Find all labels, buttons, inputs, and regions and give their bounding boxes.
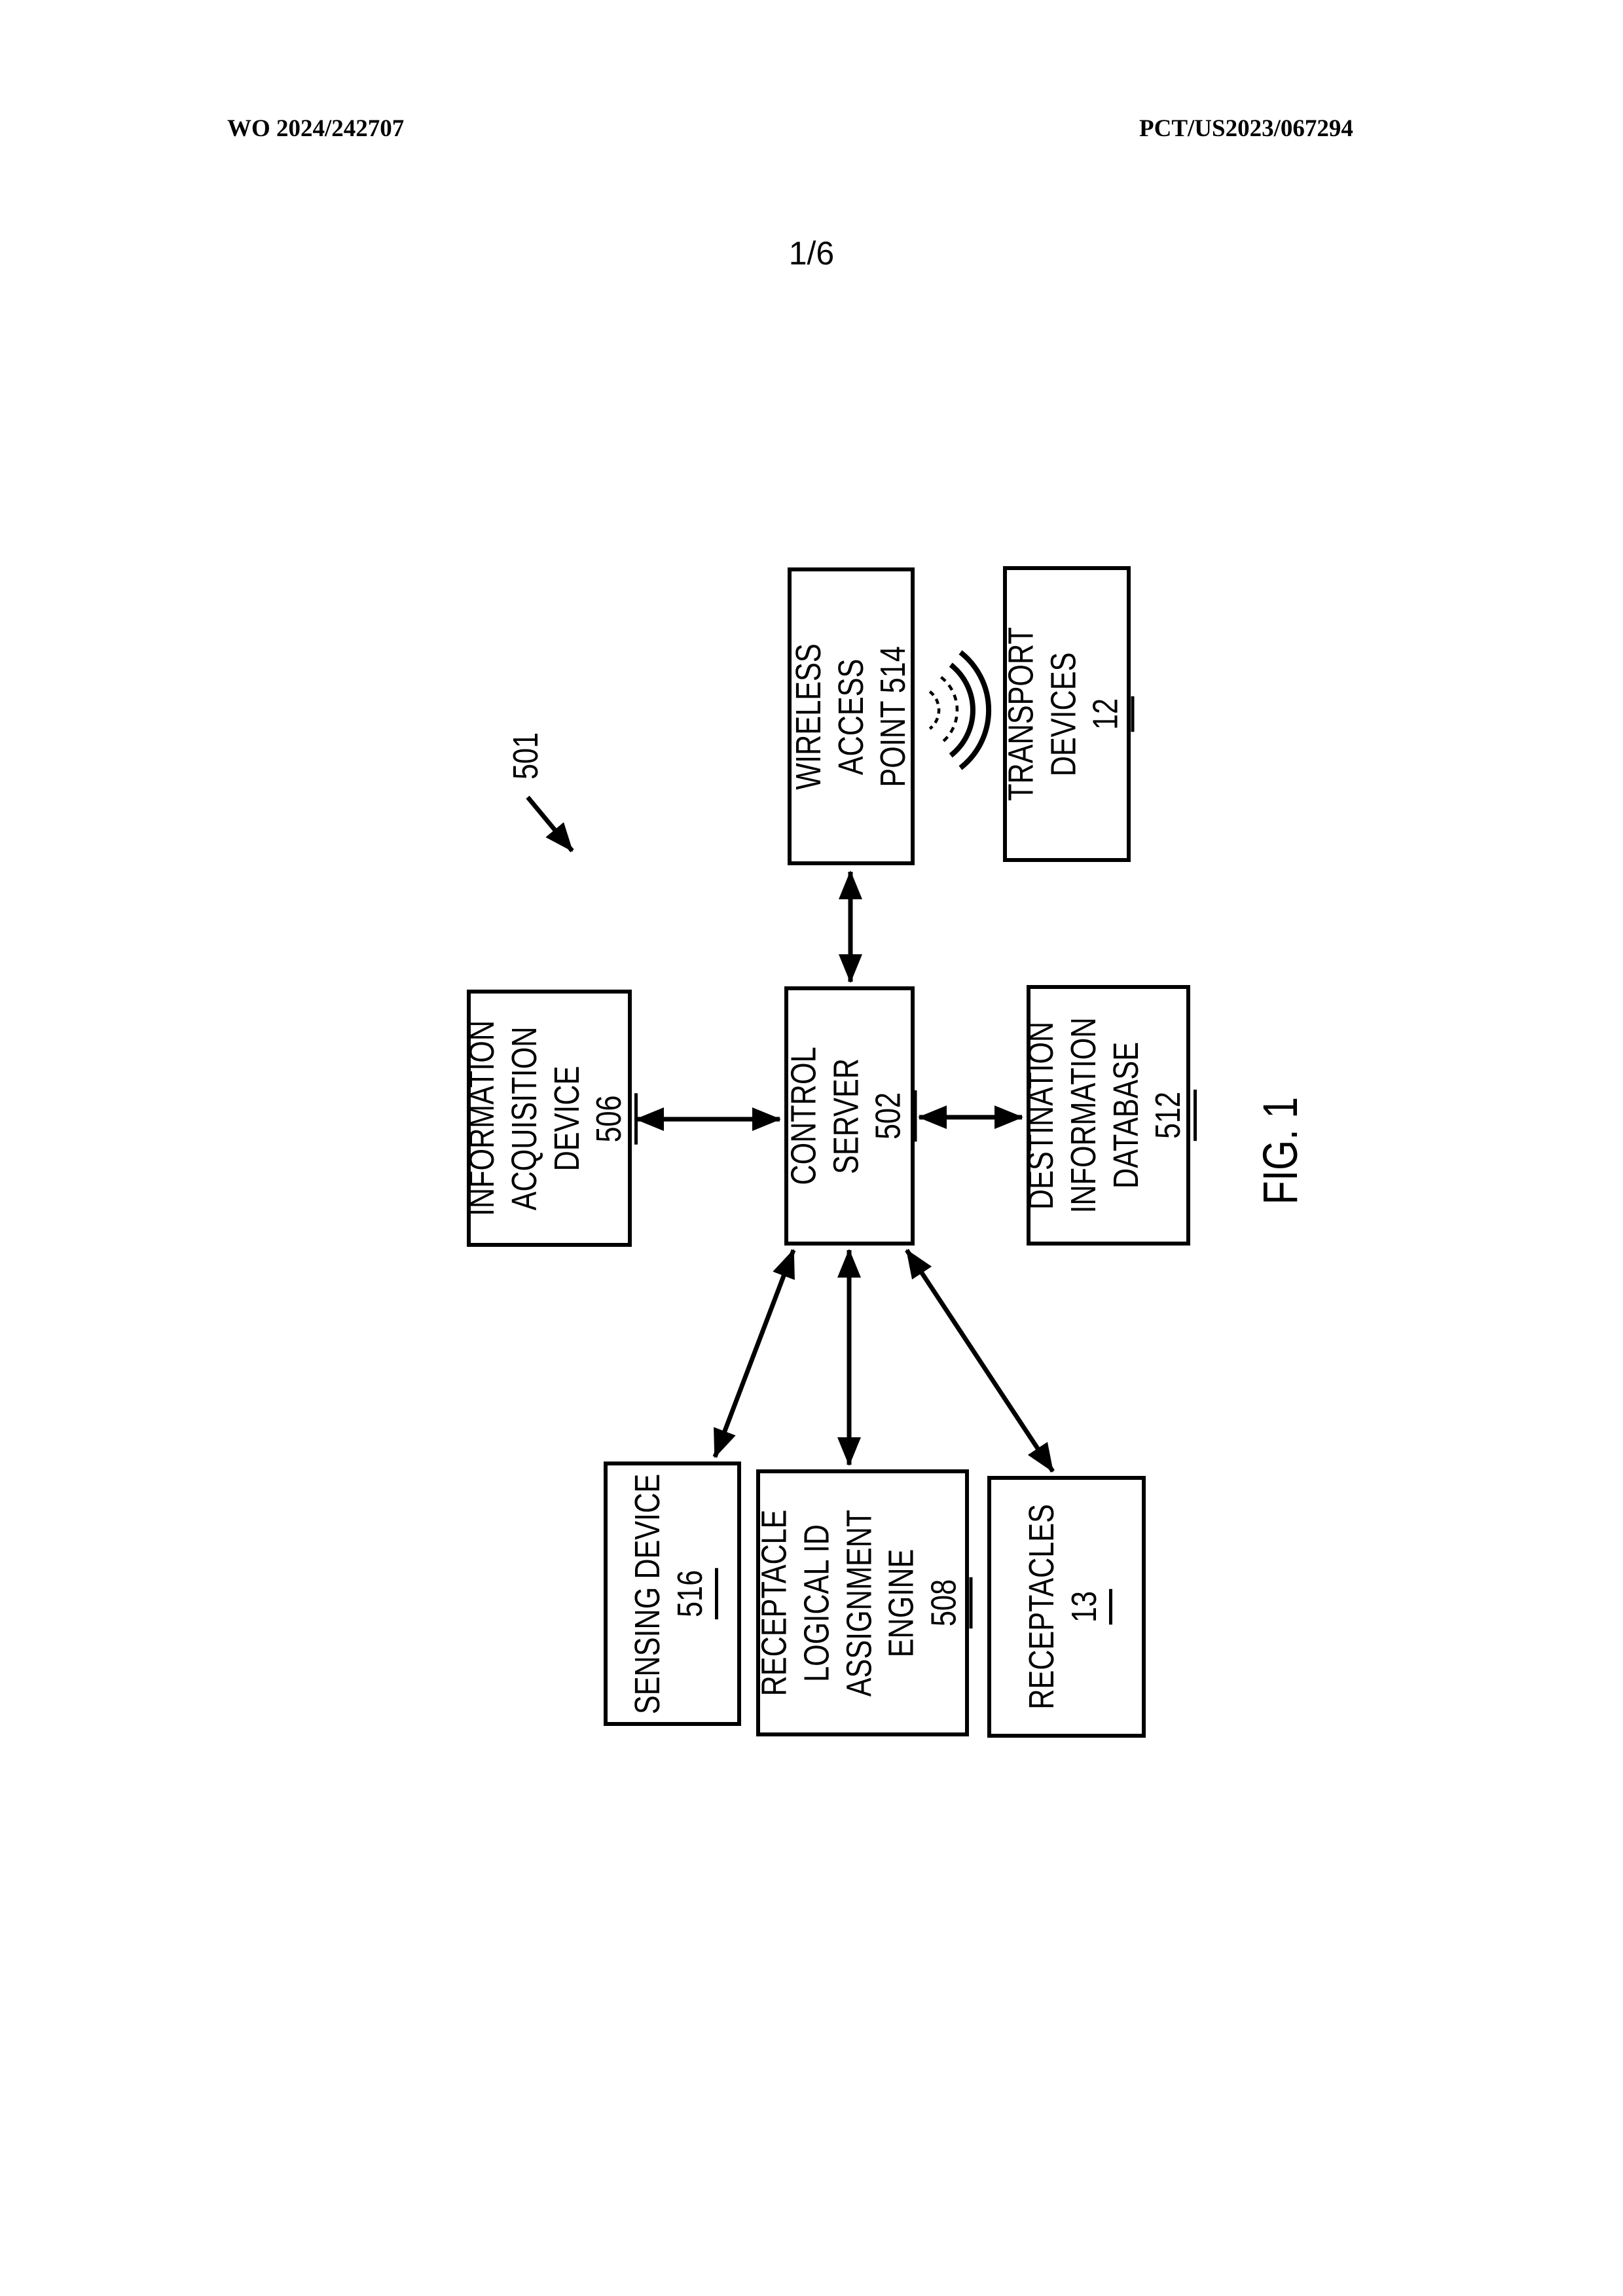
- box-label-line: DEVICES: [1043, 652, 1083, 776]
- box-label-line: ACQUISITION: [504, 1026, 544, 1210]
- box-receptacles: RECEPTACLES 13: [987, 1476, 1146, 1738]
- box-label-line: INFORMATION: [462, 1020, 501, 1217]
- signal-arc-1: [928, 690, 941, 730]
- box-label-line: CONTROL: [783, 1047, 823, 1185]
- box-label-line: ENGINE: [881, 1549, 921, 1657]
- box-label-line: DEVICE: [547, 1066, 587, 1171]
- box-label-line: ACCESS: [831, 658, 871, 775]
- box-label-line: DATABASE: [1106, 1041, 1146, 1189]
- box-transport-devices: TRANSPORT DEVICES 12: [1000, 566, 1135, 862]
- reference-numeral: 13: [1063, 1588, 1113, 1625]
- box-label-line: POINT 514: [873, 645, 913, 787]
- box-sensing-device: SENSING DEVICE 516: [604, 1462, 741, 1726]
- figure-label: FIG. 1: [1252, 1096, 1307, 1205]
- box-label-line: TRANSPORT: [1000, 627, 1040, 801]
- reference-numeral: 502: [867, 1090, 917, 1142]
- box-receptacle-logical-id-assignment-engine: RECEPTACLE LOGICAL ID ASSIGNMENT ENGINE …: [754, 1469, 972, 1736]
- overall-reference-numeral: 501: [506, 732, 545, 780]
- box-label-line: WIRELESS: [788, 643, 828, 790]
- wireless-signal-arcs: [928, 650, 992, 770]
- box-label-line: DESTINATION: [1021, 1021, 1061, 1210]
- box-control-server: CONTROL SERVER 502: [783, 986, 917, 1246]
- signal-arc-2: [940, 675, 959, 745]
- arrow-control-server-receptacles: [905, 1249, 1055, 1473]
- box-label-line: ASSIGNMENT: [839, 1509, 879, 1696]
- box-label-line: SERVER: [826, 1058, 866, 1174]
- box-label-line: INFORMATION: [1063, 1017, 1103, 1213]
- arrow-control-server-sensing-device: [712, 1249, 796, 1458]
- publication-number: WO 2024/242707: [227, 115, 405, 142]
- box-label-line: RECEPTACLES: [1021, 1504, 1061, 1710]
- sheet-page-number: 1/6: [788, 235, 835, 272]
- box-information-acquisition-device: INFORMATION ACQUISITION DEVICE 506: [462, 990, 638, 1247]
- overall-reference-pointer-arrow: [526, 795, 574, 853]
- reference-numeral: 506: [588, 1092, 638, 1144]
- reference-numeral: 512: [1147, 1089, 1197, 1141]
- application-number: PCT/US2023/067294: [1139, 115, 1353, 142]
- signal-arc-4: [958, 650, 992, 770]
- reference-numeral: 508: [922, 1577, 972, 1629]
- reference-numeral: 516: [668, 1568, 719, 1620]
- box-destination-information-database: DESTINATION INFORMATION DATABASE 512: [1021, 985, 1197, 1246]
- box-label-line: SENSING DEVICE: [627, 1473, 667, 1714]
- signal-arc-3: [949, 662, 976, 758]
- box-wireless-access-point: WIRELESS ACCESS POINT 514: [788, 567, 915, 865]
- box-label-line: RECEPTACLE: [754, 1509, 794, 1696]
- reference-numeral: 12: [1084, 696, 1135, 732]
- box-label-line: LOGICAL ID: [796, 1524, 836, 1682]
